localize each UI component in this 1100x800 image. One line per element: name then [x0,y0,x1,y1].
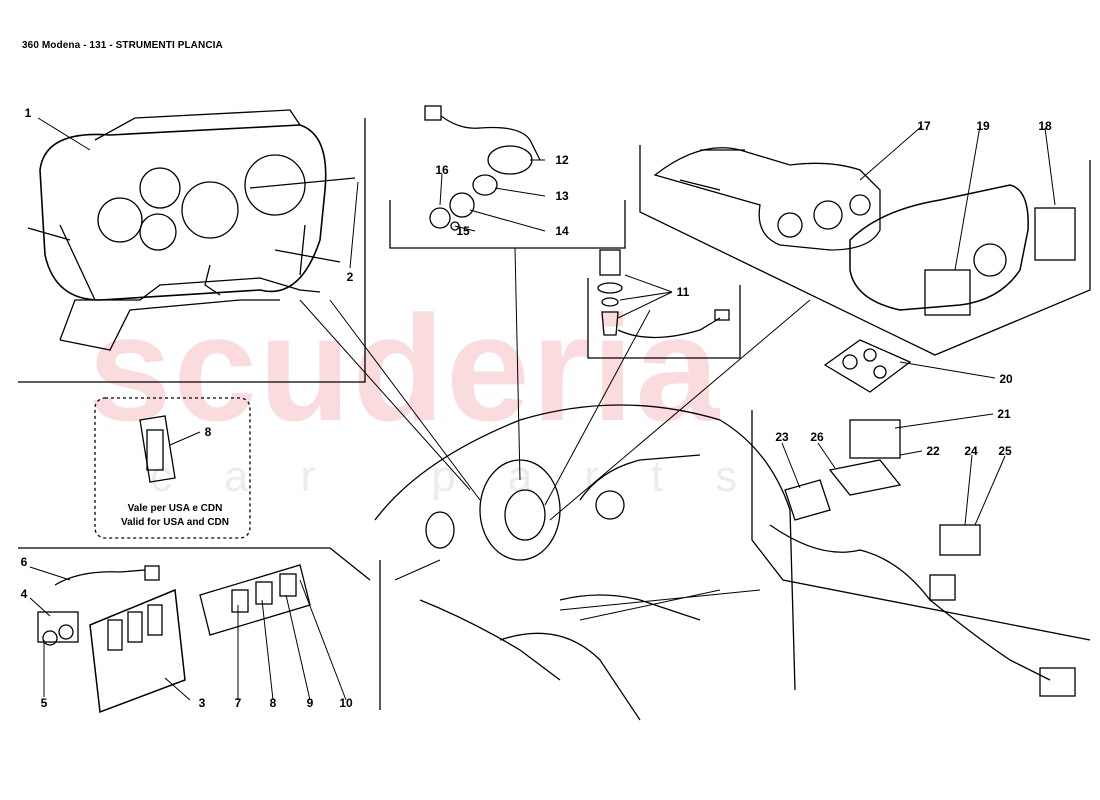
callout-8-usa: 8 [204,425,212,439]
callout-24: 24 [964,444,978,458]
callout-21: 21 [997,407,1011,421]
console-bezel [37,564,311,714]
callout-18: 18 [1038,119,1052,133]
callout-4: 4 [20,587,28,601]
callout-16: 16 [435,163,449,177]
callout-14: 14 [555,224,569,238]
callout-2: 2 [346,270,354,284]
ignition-switch [424,105,541,231]
switch-assemblies [769,339,1076,697]
callout-5: 5 [40,696,48,710]
callout-15: 15 [456,224,470,238]
callout-6: 6 [20,555,28,569]
ignition-panel-frame [389,200,626,249]
dashboard-view [374,404,796,721]
callout-22: 22 [926,444,940,458]
callout-19: 19 [976,119,990,133]
usa-note-italian: Vale per USA e CDN [127,503,223,514]
switch-panel-frame [751,410,1091,641]
callout-12: 12 [555,153,569,167]
climate-control [653,147,1076,316]
callout-23: 23 [775,430,789,444]
page-title: 360 Modena - 131 - STRUMENTI PLANCIA [22,40,223,51]
callout-25: 25 [998,444,1012,458]
callout-8: 8 [269,696,277,710]
callout-1: 1 [24,106,32,120]
callout-11: 11 [676,285,690,299]
instrument-cluster [27,109,356,351]
climate-panel-frame [639,145,1091,356]
callout-20: 20 [999,372,1013,386]
usa-cdn-box [94,397,251,539]
instrument-panel-frame [18,118,366,383]
callout-10: 10 [339,696,353,710]
callout-13: 13 [555,189,569,203]
callout-17: 17 [917,119,931,133]
courtesy-light [597,249,730,339]
usa-switch [139,415,176,483]
usa-note-english: Valid for USA and CDN [121,517,229,528]
console-panel-frame [18,547,371,581]
callout-3: 3 [198,696,206,710]
callout-26: 26 [810,430,824,444]
leader-lines [29,117,1056,701]
callout-7: 7 [234,696,242,710]
callout-9: 9 [306,696,314,710]
light-panel-frame [587,278,741,359]
